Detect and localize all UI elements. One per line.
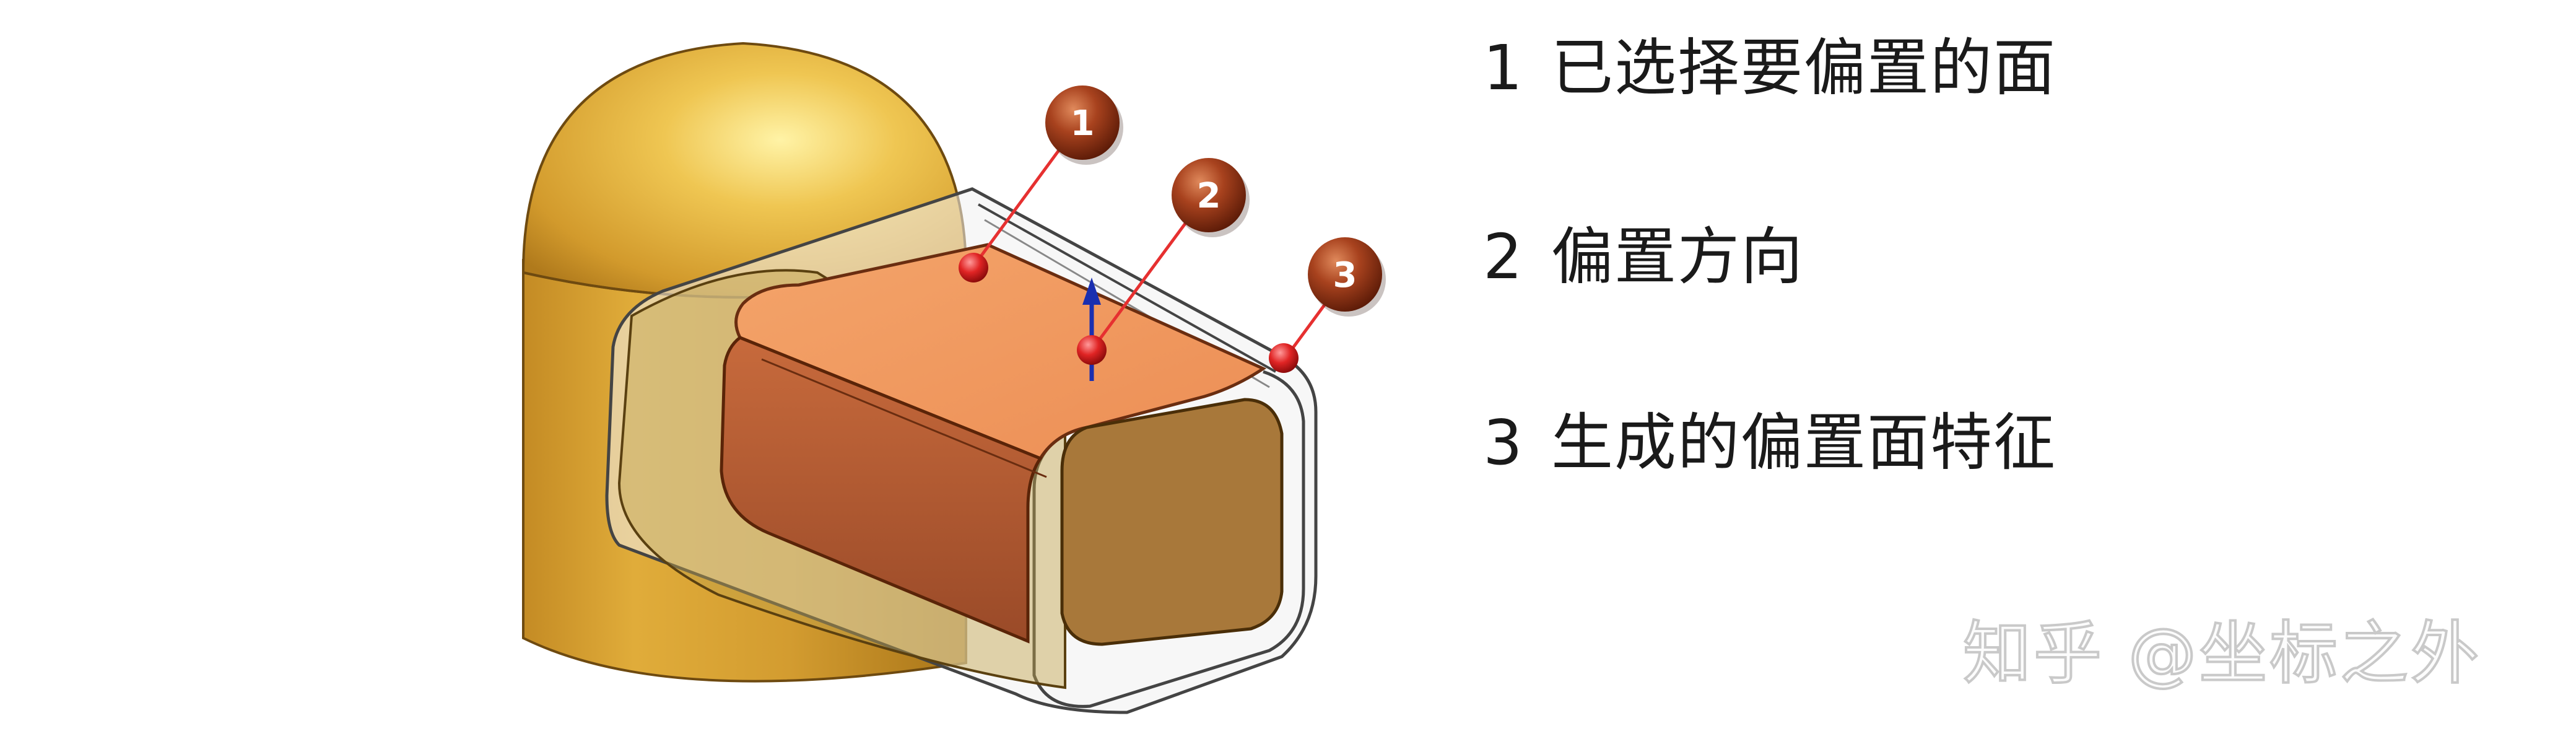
selection-point-2 [1077, 335, 1107, 365]
svg-text:2: 2 [1197, 176, 1221, 216]
legend-item-1: 1 已选择要偏置的面 [1483, 28, 2056, 108]
legend-item-3: 3 生成的偏置面特征 [1483, 403, 2056, 483]
side-face-fillet [761, 358, 1047, 478]
selection-point-3 [1269, 343, 1299, 373]
legend-text: 偏置方向 [1551, 221, 1804, 293]
offset-shell-front [1032, 370, 1305, 708]
legend-number: 1 [1483, 32, 1523, 104]
end-face [1060, 398, 1284, 646]
svg-text:3: 3 [1333, 255, 1357, 295]
boss [720, 243, 1284, 646]
watermark: 知乎 @坐标之外 [1962, 613, 2481, 694]
side-face [720, 336, 1043, 644]
callout-markers: 1 2 3 [1045, 85, 1386, 317]
callout-marker-2: 2 [1172, 158, 1250, 237]
svg-text:1: 1 [1071, 103, 1095, 144]
offset-shell-top-edge [978, 203, 1276, 373]
legend-text: 已选择要偏置的面 [1551, 32, 2056, 104]
callout-marker-1: 1 [1045, 85, 1123, 165]
callout-marker-3: 3 [1308, 237, 1386, 317]
legend-item-2: 2 偏置方向 [1483, 217, 1804, 297]
selection-points [959, 253, 1299, 373]
legend-number: 3 [1483, 406, 1523, 479]
legend-text: 生成的偏置面特征 [1551, 406, 2056, 479]
selection-point-1 [959, 253, 988, 282]
legend-number: 2 [1483, 221, 1523, 293]
selected-face [734, 243, 1267, 461]
